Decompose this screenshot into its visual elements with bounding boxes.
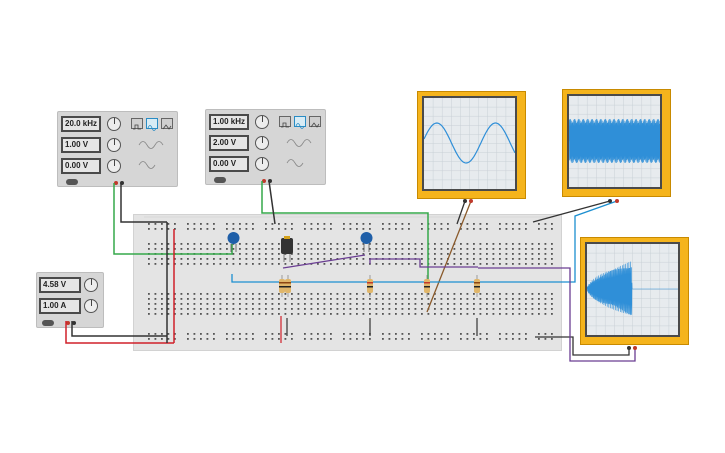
resistor-4[interactable]: [424, 275, 430, 297]
oscilloscope-2-trace: [569, 96, 660, 187]
fg2-frequency-knob[interactable]: [255, 115, 269, 129]
function-generator-2[interactable]: 1.00 kHz 2.00 V 0.00 V: [205, 109, 326, 185]
capacitor-2[interactable]: [360, 232, 373, 252]
scope2-terminal-positive[interactable]: [615, 199, 619, 203]
supply-voltage-knob[interactable]: [84, 278, 98, 292]
wire-fg2-green[interactable]: [261, 181, 429, 288]
supply-power-toggle[interactable]: [42, 320, 54, 326]
fg2-amplitude-display: 2.00 V: [209, 135, 249, 151]
fg1-frequency-knob[interactable]: [107, 117, 121, 131]
wire-scope1-brown[interactable]: [426, 200, 472, 313]
wire-fg2-black[interactable]: [268, 180, 276, 225]
breadboard-holes: [144, 216, 554, 340]
fg1-power-toggle[interactable]: [66, 179, 78, 185]
square-wave-icon: [281, 122, 289, 128]
supply-voltage-display: 4.58 V: [39, 277, 81, 293]
oscilloscope-1-trace: [424, 98, 515, 189]
fg1-offset-graphic-icon: [138, 161, 156, 169]
resistor-5[interactable]: [474, 275, 480, 297]
fg2-frequency-display: 1.00 kHz: [209, 114, 249, 130]
fg1-square-wave-button[interactable]: [131, 118, 143, 130]
wire-fg1-green[interactable]: [113, 183, 233, 255]
oscilloscope-3[interactable]: [580, 237, 689, 345]
jumper-purple-1: [282, 254, 366, 269]
fg1-frequency-display: 20.0 kHz: [61, 116, 101, 132]
wire-scope3-purple[interactable]: [478, 267, 636, 362]
wire-scope3-black[interactable]: [535, 336, 630, 356]
fg2-amplitude-graphic-icon: [286, 139, 312, 147]
fg1-triangle-wave-button[interactable]: [161, 118, 173, 130]
fg1-amplitude-knob[interactable]: [107, 138, 121, 152]
supply-current-knob[interactable]: [84, 299, 98, 313]
fg2-offset-knob[interactable]: [255, 157, 269, 171]
scope3-terminal-negative[interactable]: [627, 346, 631, 350]
scope1-terminal-negative[interactable]: [463, 199, 467, 203]
oscilloscope-2[interactable]: [562, 89, 671, 197]
fg2-sine-wave-button[interactable]: [294, 116, 306, 129]
fg1-terminal-positive[interactable]: [114, 181, 118, 185]
oscilloscope-3-trace: [587, 244, 678, 335]
oscilloscope-1[interactable]: [417, 91, 526, 199]
wire-fg1-black[interactable]: [120, 183, 167, 223]
oscilloscope-3-screen: [585, 242, 680, 337]
scope1-terminal-positive[interactable]: [469, 199, 473, 203]
fg2-triangle-wave-button[interactable]: [309, 116, 321, 128]
function-generator-1[interactable]: 20.0 kHz 1.00 V 0.00 V: [57, 111, 178, 187]
scope2-terminal-negative[interactable]: [608, 199, 612, 203]
fg1-offset-knob[interactable]: [107, 159, 121, 173]
fg2-power-toggle[interactable]: [214, 177, 226, 183]
fg2-offset-display: 0.00 V: [209, 156, 249, 172]
wire-supply-red[interactable]: [65, 321, 174, 344]
fg2-terminal-negative[interactable]: [268, 179, 272, 183]
fg2-terminal-positive[interactable]: [262, 179, 266, 183]
fg1-terminal-negative[interactable]: [120, 181, 124, 185]
resistor-1[interactable]: [279, 275, 285, 297]
fg2-offset-graphic-icon: [286, 159, 304, 167]
square-wave-icon: [133, 124, 141, 130]
oscilloscope-2-screen: [567, 94, 662, 189]
fg1-offset-display: 0.00 V: [61, 158, 101, 174]
capacitor-1[interactable]: [227, 232, 240, 252]
fg1-amplitude-display: 1.00 V: [61, 137, 101, 153]
wire-scope2-blue[interactable]: [231, 200, 618, 283]
scope3-terminal-positive[interactable]: [633, 346, 637, 350]
wire-scope2-black[interactable]: [532, 200, 611, 223]
resistor-3[interactable]: [367, 275, 373, 297]
sine-wave-icon: [147, 125, 157, 131]
transistor[interactable]: [281, 236, 293, 262]
sine-wave-icon: [295, 123, 305, 129]
resistor-2[interactable]: [285, 275, 291, 297]
wire-scope1-black[interactable]: [456, 200, 466, 225]
power-supply[interactable]: 4.58 V 1.00 A: [36, 272, 104, 328]
supply-terminal-positive[interactable]: [66, 321, 70, 325]
supply-current-display: 1.00 A: [39, 298, 81, 314]
triangle-wave-icon: [162, 124, 172, 130]
triangle-wave-icon: [310, 122, 320, 128]
fg1-sine-wave-button[interactable]: [146, 118, 158, 131]
supply-terminal-negative[interactable]: [72, 321, 76, 325]
fg2-amplitude-knob[interactable]: [255, 136, 269, 150]
fg1-amplitude-graphic-icon: [138, 141, 164, 149]
jumper-purple-2: [369, 258, 478, 268]
oscilloscope-1-screen: [422, 96, 517, 191]
fg2-square-wave-button[interactable]: [279, 116, 291, 128]
wire-supply-black[interactable]: [71, 321, 167, 337]
